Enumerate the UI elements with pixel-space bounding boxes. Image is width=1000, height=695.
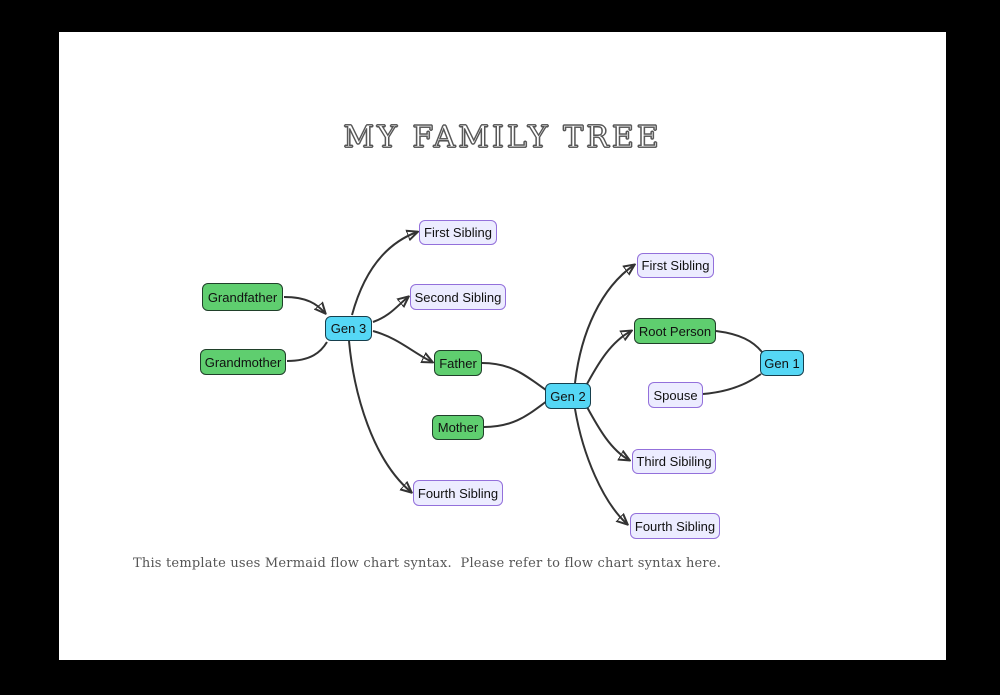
page-title: MY FAMILY TREE (343, 119, 662, 155)
edge-grandfather-gen3 (283, 296, 325, 313)
node-mother[interactable]: Mother (432, 415, 484, 440)
node-father[interactable]: Father (434, 350, 482, 376)
edge-gen2-first-sibling (574, 265, 634, 384)
edges-layer (283, 32, 763, 660)
node-gen1[interactable]: Gen 1 (760, 350, 804, 376)
node-root-person[interactable]: Root Person (634, 318, 716, 344)
document-page: MY FAMILY TREE Grandfather Grandmother (59, 32, 946, 660)
edge-gen2-root-person (586, 331, 631, 385)
node-gen3[interactable]: Gen 3 (325, 316, 372, 341)
node-grandmother[interactable]: Grandmother (200, 349, 286, 375)
edge-gen2-third-sibiling (586, 406, 629, 460)
edge-gen3-fourth-sibling (348, 340, 411, 492)
node-spouse[interactable]: Spouse (648, 382, 703, 408)
node-first-sibling-gen2[interactable]: First Sibling (637, 253, 714, 278)
node-fourth-sibling-gen2[interactable]: Fourth Sibling (630, 513, 720, 539)
edge-mother-gen2 (483, 400, 548, 428)
edge-spouse-gen1 (702, 373, 762, 395)
edge-gen3-second-sibling (372, 297, 408, 323)
edge-gen2-fourth-sibling (574, 408, 627, 524)
node-gen2[interactable]: Gen 2 (545, 383, 591, 409)
node-first-sibling-gen3[interactable]: First Sibling (419, 220, 497, 245)
edge-father-gen2 (481, 362, 547, 391)
edge-grandmother-gen3 (286, 341, 328, 362)
footer-note: This template uses Mermaid flow chart sy… (133, 556, 722, 571)
node-fourth-sibling-gen3[interactable]: Fourth Sibling (413, 480, 503, 506)
edge-gen3-father (372, 330, 432, 362)
node-grandfather[interactable]: Grandfather (202, 283, 283, 311)
node-third-sibiling-gen2[interactable]: Third Sibiling (632, 449, 716, 474)
edge-root-person-gen1 (715, 330, 763, 353)
node-second-sibling-gen3[interactable]: Second Sibling (410, 284, 506, 310)
edge-gen3-first-sibling (351, 232, 417, 316)
